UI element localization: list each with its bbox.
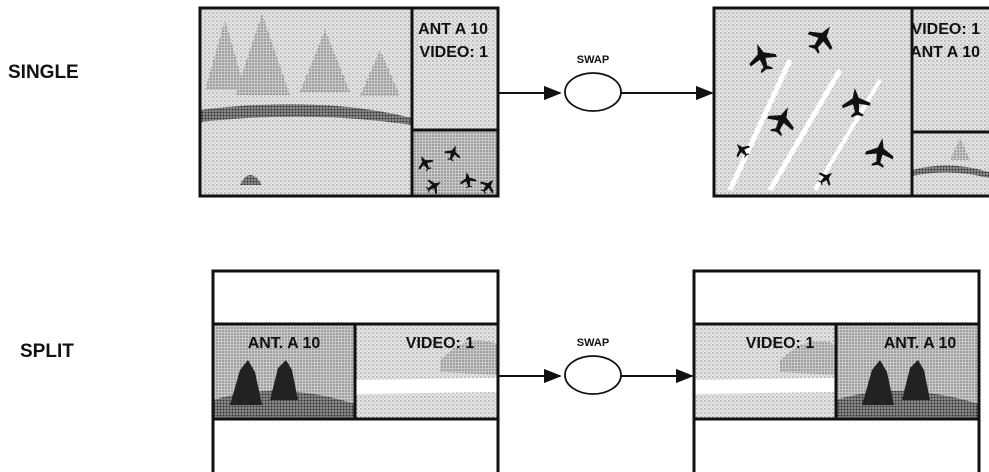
row-label-split: SPLIT (20, 341, 74, 362)
single-before-screen: ANT A 10 VIDEO: 1 (200, 8, 499, 197)
pip-window-snow (912, 132, 989, 196)
overlay-antenna-channel: ANT A 10 (418, 21, 488, 38)
overlay-antenna-channel: ANT. A 10 (884, 335, 957, 352)
split-after-screen: VIDEO: 1 ANT. A 10 (694, 271, 979, 472)
swap-button[interactable] (565, 356, 621, 394)
overlay-video-input: VIDEO: 1 (420, 44, 489, 61)
overlay-video-input: VIDEO: 1 (406, 335, 475, 352)
swap-button[interactable] (565, 73, 621, 111)
overlay-video-input: VIDEO: 1 (912, 21, 981, 38)
split-before-screen: ANT. A 10 VIDEO: 1 (213, 271, 498, 472)
single-after-screen: VIDEO: 1 ANT A 10 (714, 8, 989, 196)
swap-button-label: SWAP (577, 54, 609, 66)
row-label-single: SINGLE (8, 62, 79, 83)
swap-button-label: SWAP (577, 337, 609, 349)
overlay-antenna-channel: ANT A 10 (910, 44, 980, 61)
overlay-antenna-channel: ANT. A 10 (248, 335, 321, 352)
overlay-video-input: VIDEO: 1 (746, 335, 815, 352)
